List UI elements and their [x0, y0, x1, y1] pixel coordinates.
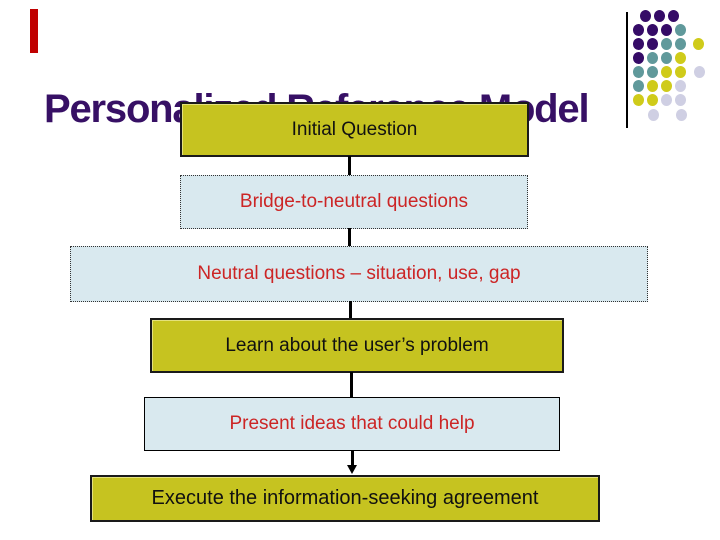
dot-icon	[632, 80, 644, 92]
dot-icon	[646, 38, 658, 50]
dot-icon	[660, 52, 672, 64]
flow-box-label: Neutral questions – situation, use, gap	[197, 263, 521, 285]
flow-box-bridge-to-neutral: Bridge-to-neutral questions	[180, 175, 528, 229]
flow-box-label: Bridge-to-neutral questions	[239, 191, 469, 213]
dot-icon	[675, 109, 687, 121]
dot-icon	[653, 10, 665, 22]
vertical-rule	[626, 12, 628, 128]
arrow-down-icon	[346, 465, 357, 474]
dot-icon	[632, 94, 644, 106]
dot-icon	[632, 38, 644, 50]
connector-line-4	[350, 372, 353, 398]
flow-box-initial-question: Initial Question	[180, 102, 529, 157]
flow-box-label: Initial Question	[291, 118, 418, 140]
dot-icon	[674, 38, 686, 50]
dot-icon	[639, 10, 651, 22]
flow-box-execute-agreement: Execute the information-seeking agreemen…	[90, 475, 600, 522]
red-accent-bar	[30, 9, 38, 53]
dot-icon	[660, 94, 672, 106]
flow-box-learn-problem: Learn about the user’s problem	[150, 318, 564, 373]
dot-icon	[646, 24, 658, 36]
dot-icon	[692, 38, 704, 50]
dot-icon	[693, 66, 705, 78]
flow-box-label: Present ideas that could help	[229, 413, 475, 435]
dot-icon	[647, 109, 659, 121]
flow-box-present-ideas: Present ideas that could help	[144, 397, 560, 451]
flow-box-label: Learn about the user’s problem	[225, 334, 489, 356]
dot-icon	[632, 66, 644, 78]
dot-icon	[632, 52, 644, 64]
dot-icon	[667, 10, 679, 22]
dot-icon	[646, 94, 658, 106]
flow-box-neutral-questions: Neutral questions – situation, use, gap	[70, 246, 648, 302]
dot-icon	[674, 52, 686, 64]
dot-icon	[674, 24, 686, 36]
connector-line-2	[348, 228, 351, 247]
dot-icon	[674, 80, 686, 92]
dot-icon	[660, 80, 672, 92]
dot-icon	[674, 94, 686, 106]
dot-icon	[674, 66, 686, 78]
dot-icon	[660, 24, 672, 36]
dot-icon	[646, 80, 658, 92]
dot-icon	[660, 38, 672, 50]
dot-icon	[646, 52, 658, 64]
dot-icon	[646, 66, 658, 78]
connector-line-1	[348, 156, 351, 176]
connector-line-5	[351, 450, 354, 467]
flow-box-label: Execute the information-seeking agreemen…	[151, 487, 539, 509]
dot-icon	[660, 66, 672, 78]
dot-icon	[632, 24, 644, 36]
connector-line-3	[349, 301, 352, 319]
